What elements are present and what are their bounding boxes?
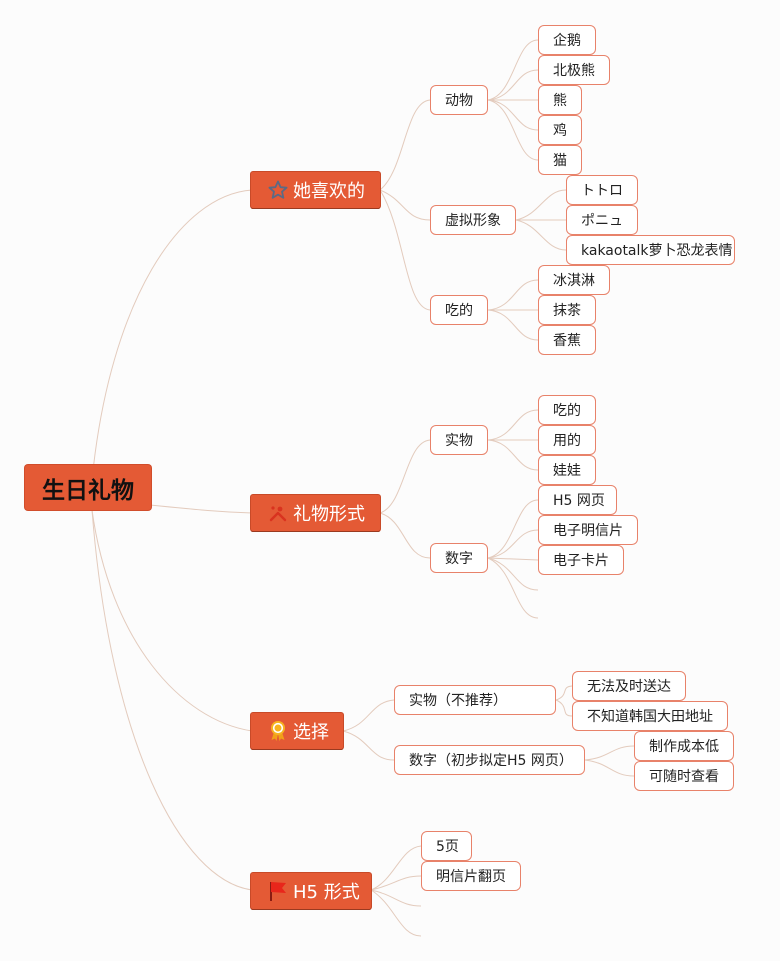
leaf-node[interactable]: 娃娃 [538, 455, 596, 485]
tools-icon [267, 502, 289, 524]
leaf-label: 冰淇淋 [553, 273, 595, 289]
leaf-label: 制作成本低 [649, 739, 719, 755]
topic-label: 动物 [445, 93, 473, 109]
leaf-label: 用的 [553, 433, 581, 449]
topic-node[interactable]: 数字 [430, 543, 488, 573]
leaf-node[interactable]: 熊 [538, 85, 582, 115]
leaf-label: 吃的 [553, 403, 581, 419]
topic-node[interactable]: 明信片翻页 [421, 861, 521, 891]
leaf-node[interactable]: 用的 [538, 425, 596, 455]
branch-node-h5-format[interactable]: H5 形式 [251, 873, 371, 909]
leaf-label: 无法及时送达 [587, 679, 671, 695]
branch-label: 礼物形式 [293, 504, 365, 525]
flag-icon [267, 880, 289, 902]
branch-label: 她喜欢的 [293, 181, 365, 202]
leaf-label: ポニュ [581, 213, 623, 229]
leaf-label: 香蕉 [553, 333, 581, 349]
leaf-label: H5 网页 [553, 493, 605, 509]
leaf-node[interactable]: 电子卡片 [538, 545, 624, 575]
topic-label: 实物 [445, 433, 473, 449]
leaf-node[interactable]: 吃的 [538, 395, 596, 425]
leaf-node[interactable]: 制作成本低 [634, 731, 734, 761]
topic-node[interactable]: 虚拟形象 [430, 205, 516, 235]
topic-node[interactable]: 数字（初步拟定H5 网页） [394, 745, 585, 775]
leaf-node[interactable]: 猫 [538, 145, 582, 175]
leaf-label: 不知道韩国大田地址 [587, 709, 713, 725]
topic-label: 虚拟形象 [445, 213, 501, 229]
leaf-node[interactable]: H5 网页 [538, 485, 617, 515]
leaf-node[interactable]: 香蕉 [538, 325, 596, 355]
leaf-node[interactable]: 抹茶 [538, 295, 596, 325]
award-ribbon-icon [267, 720, 289, 742]
branch-node-likes[interactable]: 她喜欢的 [251, 172, 380, 208]
leaf-label: トトロ [581, 183, 623, 199]
leaf-label: 电子卡片 [553, 553, 609, 569]
leaf-label: 熊 [553, 93, 567, 109]
root-label: 生日礼物 [42, 477, 134, 504]
branch-node-choice[interactable]: 选择 [251, 713, 343, 749]
topic-node[interactable]: 吃的 [430, 295, 488, 325]
topic-node[interactable]: 5页 [421, 831, 472, 861]
star-icon [267, 179, 289, 201]
leaf-label: kakaotalk萝卜恐龙表情 [581, 243, 733, 259]
topic-label: 数字（初步拟定H5 网页） [409, 753, 573, 769]
leaf-label: 电子明信片 [553, 523, 623, 539]
leaf-label: 娃娃 [553, 463, 581, 479]
leaf-label: 企鹅 [553, 33, 581, 49]
leaf-node[interactable]: 电子明信片 [538, 515, 638, 545]
leaf-label: 可随时查看 [649, 769, 719, 785]
leaf-label: 北极熊 [553, 63, 595, 79]
topic-label: 数字 [445, 551, 473, 567]
leaf-node[interactable]: kakaotalk萝卜恐龙表情 [566, 235, 735, 265]
leaf-label: 抹茶 [553, 303, 581, 319]
topic-label: 明信片翻页 [436, 869, 506, 885]
leaf-node[interactable]: ポニュ [566, 205, 638, 235]
leaf-label: 猫 [553, 153, 567, 169]
leaf-node[interactable]: 企鹅 [538, 25, 596, 55]
topic-node[interactable]: 实物 [430, 425, 488, 455]
leaf-node[interactable]: 可随时查看 [634, 761, 734, 791]
leaf-node[interactable]: 北极熊 [538, 55, 610, 85]
leaf-label: 鸡 [553, 123, 567, 139]
leaf-node[interactable]: 无法及时送达 [572, 671, 686, 701]
leaf-node[interactable]: 不知道韩国大田地址 [572, 701, 728, 731]
topic-label: 吃的 [445, 303, 473, 319]
topic-label: 实物（不推荐） [409, 693, 507, 709]
topic-node[interactable]: 实物（不推荐） [394, 685, 556, 715]
topic-label: 5页 [436, 839, 459, 855]
root-node[interactable]: 生日礼物 [25, 465, 151, 510]
topic-node[interactable]: 动物 [430, 85, 488, 115]
leaf-node[interactable]: 鸡 [538, 115, 582, 145]
branch-node-gift-form[interactable]: 礼物形式 [251, 495, 380, 531]
leaf-node[interactable]: 冰淇淋 [538, 265, 610, 295]
branch-label: 选择 [293, 722, 329, 743]
branch-label: H5 形式 [293, 882, 360, 903]
leaf-node[interactable]: トトロ [566, 175, 638, 205]
